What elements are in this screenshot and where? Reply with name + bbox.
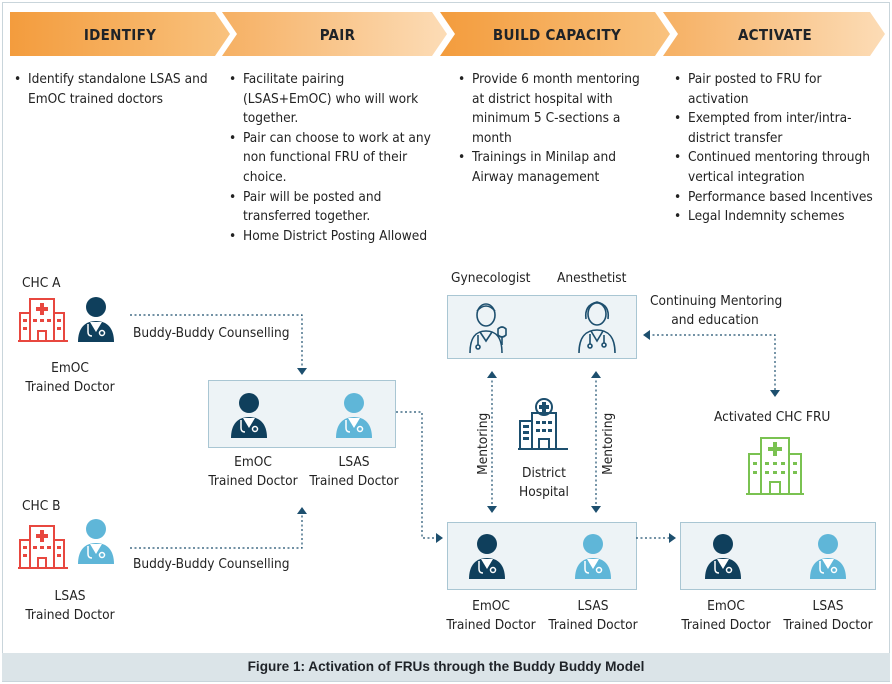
doctor-icon: [469, 534, 505, 579]
continuing-education-label: and education: [671, 312, 759, 328]
build-capacity-bullets: Provide 6 month mentoring at district ho…: [458, 70, 650, 188]
trained-doctor-label: Trained Doctor: [208, 473, 298, 489]
step-title-build-capacity: BUILD CAPACITY: [492, 26, 622, 44]
doctor-icon: [78, 297, 114, 342]
emoc-label: EmOC: [707, 598, 745, 614]
hospital-label: Hospital: [519, 484, 569, 500]
chevron-pair: [222, 12, 447, 56]
chevron-activate: [663, 12, 885, 56]
district-hospital-icon: [518, 398, 568, 450]
chc-b-label: CHC B: [22, 498, 61, 514]
list-item: Legal Indemnity schemes: [674, 207, 879, 227]
lsas-label: LSAS: [338, 454, 370, 470]
trained-doctor-label: Trained Doctor: [446, 617, 536, 633]
district-label: District: [522, 465, 566, 481]
activated-fru-label: Activated CHC FRU: [714, 409, 831, 425]
hospital-icon: [18, 525, 68, 569]
figure-caption: Figure 1: Activation of FRUs through the…: [2, 653, 890, 681]
list-item: Facilitate pairing (LSAS+EmOC) who will …: [229, 70, 434, 129]
doctor-icon: [705, 534, 741, 579]
chc-a-label: CHC A: [22, 275, 61, 291]
mentoring-label: Mentoring: [475, 412, 492, 475]
doctor-icon: [810, 534, 846, 579]
activate-bullets: Pair posted to FRU for activation Exempt…: [674, 70, 879, 227]
list-item: Provide 6 month mentoring at district ho…: [458, 70, 650, 148]
step-title-pair: PAIR: [319, 26, 356, 44]
anesthetist-label: Anesthetist: [557, 270, 627, 286]
doctor-icon: [336, 393, 372, 438]
trained-doctor-label: Trained Doctor: [548, 617, 638, 633]
list-item: Pair can choose to work at any non funct…: [229, 129, 434, 188]
trained-doctor-label: Trained Doctor: [25, 607, 115, 623]
mentoring-label: Mentoring: [600, 412, 617, 475]
list-item: Pair posted to FRU for activation: [674, 70, 879, 109]
gynecologist-label: Gynecologist: [451, 270, 531, 286]
process-chevrons: [10, 12, 885, 56]
lsas-label: LSAS: [812, 598, 844, 614]
doctor-icon: [78, 519, 114, 564]
gynecologist-icon: [469, 303, 507, 354]
chevron-build-capacity: [440, 12, 670, 56]
emoc-label: EmOC: [51, 360, 89, 376]
hospital-icon: [18, 298, 68, 342]
trained-doctor-label: Trained Doctor: [309, 473, 399, 489]
fru-hospital-icon: [746, 437, 804, 495]
buddy-counselling-label: Buddy-Buddy Counselling: [133, 325, 290, 341]
list-item: Exempted from inter/intra-district trans…: [674, 109, 879, 148]
step-title-activate: ACTIVATE: [737, 26, 813, 44]
continuing-mentoring-label: Continuing Mentoring: [650, 293, 783, 309]
list-item: Performance based Incentives: [674, 188, 879, 208]
trained-doctor-label: Trained Doctor: [681, 617, 771, 633]
chevron-identify: [10, 12, 230, 56]
buddy-counselling-label: Buddy-Buddy Counselling: [133, 556, 290, 572]
emoc-label: EmOC: [234, 454, 272, 470]
trained-doctor-label: Trained Doctor: [25, 379, 115, 395]
list-item: Pair will be posted and transferred toge…: [229, 188, 434, 227]
list-item: Trainings in Minilap and Airway manageme…: [458, 148, 650, 187]
doctor-icon: [231, 393, 267, 438]
list-item: Identify standalone LSAS and EmOC traine…: [14, 70, 214, 109]
trained-doctor-label: Trained Doctor: [783, 617, 873, 633]
pair-bullets: Facilitate pairing (LSAS+EmOC) who will …: [229, 70, 434, 246]
list-item: Continued mentoring through vertical int…: [674, 148, 879, 187]
anesthetist-icon: [578, 301, 616, 354]
step-title-identify: IDENTIFY: [83, 26, 157, 44]
identify-bullets: Identify standalone LSAS and EmOC traine…: [14, 70, 214, 109]
lsas-label: LSAS: [54, 588, 86, 604]
doctor-icon: [575, 534, 611, 579]
emoc-label: EmOC: [472, 598, 510, 614]
list-item: Home District Posting Allowed: [229, 227, 434, 247]
lsas-label: LSAS: [577, 598, 609, 614]
